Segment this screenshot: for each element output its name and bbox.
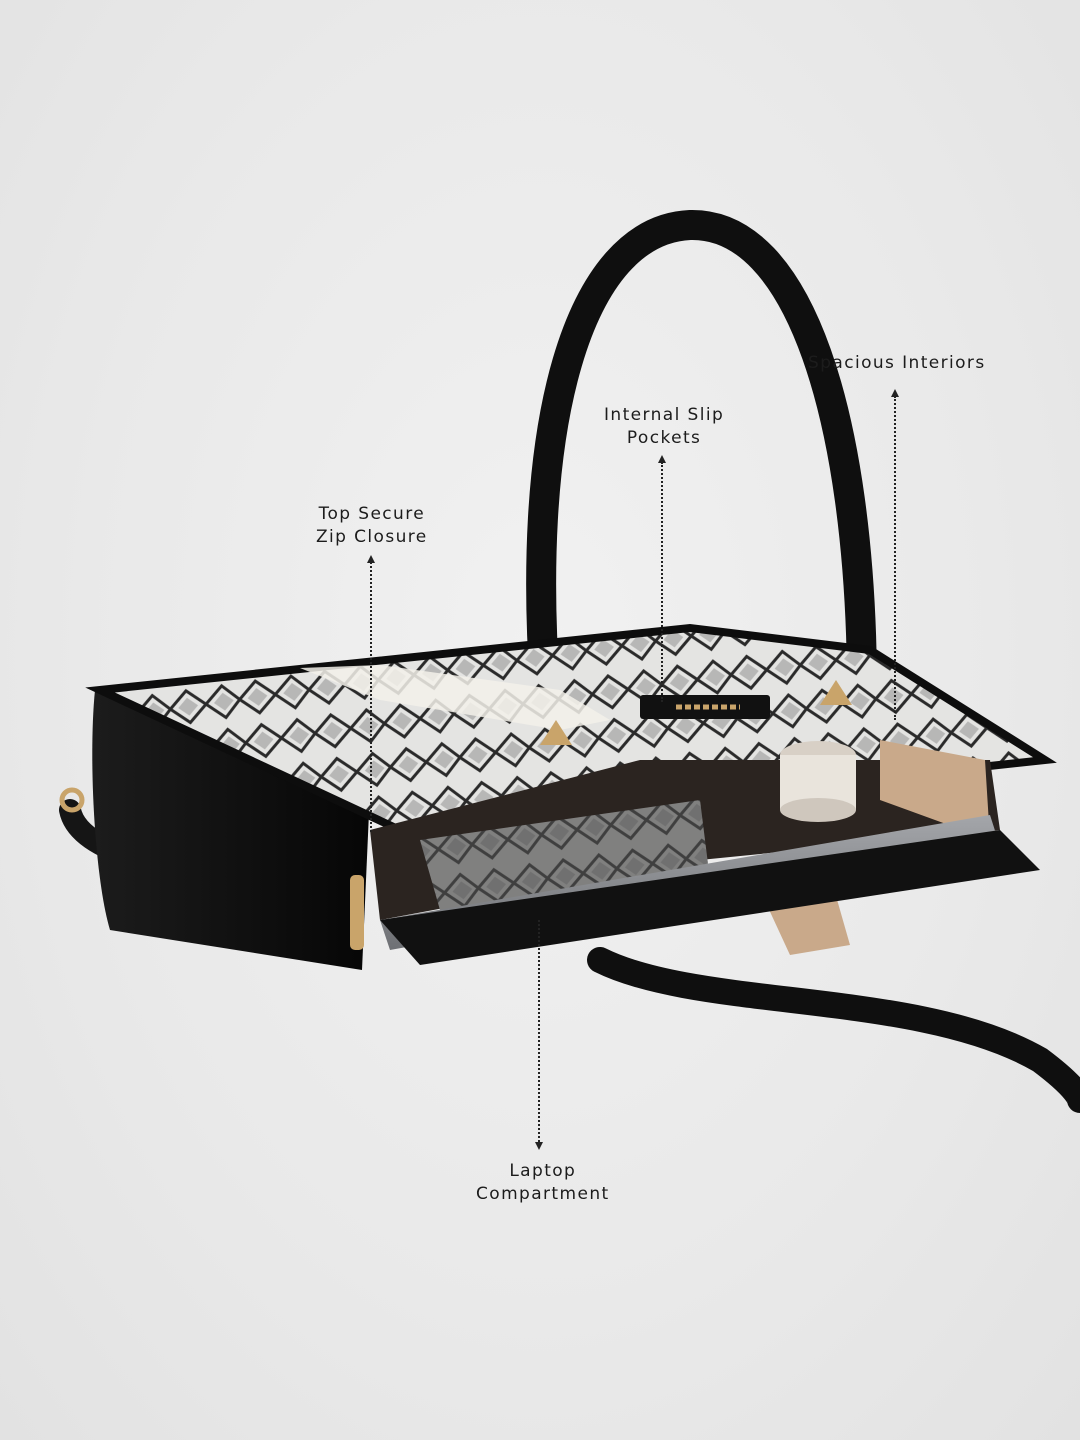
cosmetic-jar-base: [780, 798, 856, 822]
arrow-up-zip: [367, 555, 375, 563]
callout-laptop-compartment: Laptop Compartment: [476, 1160, 610, 1206]
strap-ring: [59, 787, 85, 813]
pointer-line-laptop: [538, 920, 540, 1142]
callout-slip-line1: Internal Slip: [604, 405, 725, 425]
cream-stripe: [300, 665, 610, 730]
arrow-up-slip: [658, 455, 666, 463]
callout-laptop-line2: Compartment: [476, 1184, 610, 1204]
callout-spacious-interiors: Spacious Interiors: [808, 352, 986, 375]
arrow-down-laptop: [535, 1142, 543, 1150]
front-handle: [587, 947, 1080, 1113]
arrow-up-spacious: [891, 389, 899, 397]
callout-zip-line1: Top Secure: [318, 504, 426, 524]
pointer-line-spacious: [894, 396, 896, 720]
zip-pull: [350, 875, 364, 950]
callout-internal-slip-pockets: Internal Slip Pockets: [604, 404, 724, 450]
callout-laptop-line1: Laptop: [509, 1161, 577, 1181]
handle-hardware-right: [820, 680, 852, 705]
back-handle: [526, 209, 877, 740]
pointer-line-zip: [370, 562, 372, 832]
callout-top-secure-zip: Top Secure Zip Closure: [316, 503, 428, 549]
bag-side-panel: [92, 690, 370, 970]
front-flap: [380, 830, 1040, 965]
callout-spacious-line1: Spacious Interiors: [808, 353, 986, 373]
pointer-line-slip: [661, 462, 663, 702]
handle-hardware-left: [540, 720, 572, 745]
callout-zip-line2: Zip Closure: [316, 527, 428, 547]
callout-slip-line2: Pockets: [626, 428, 702, 448]
lining: [880, 740, 990, 840]
